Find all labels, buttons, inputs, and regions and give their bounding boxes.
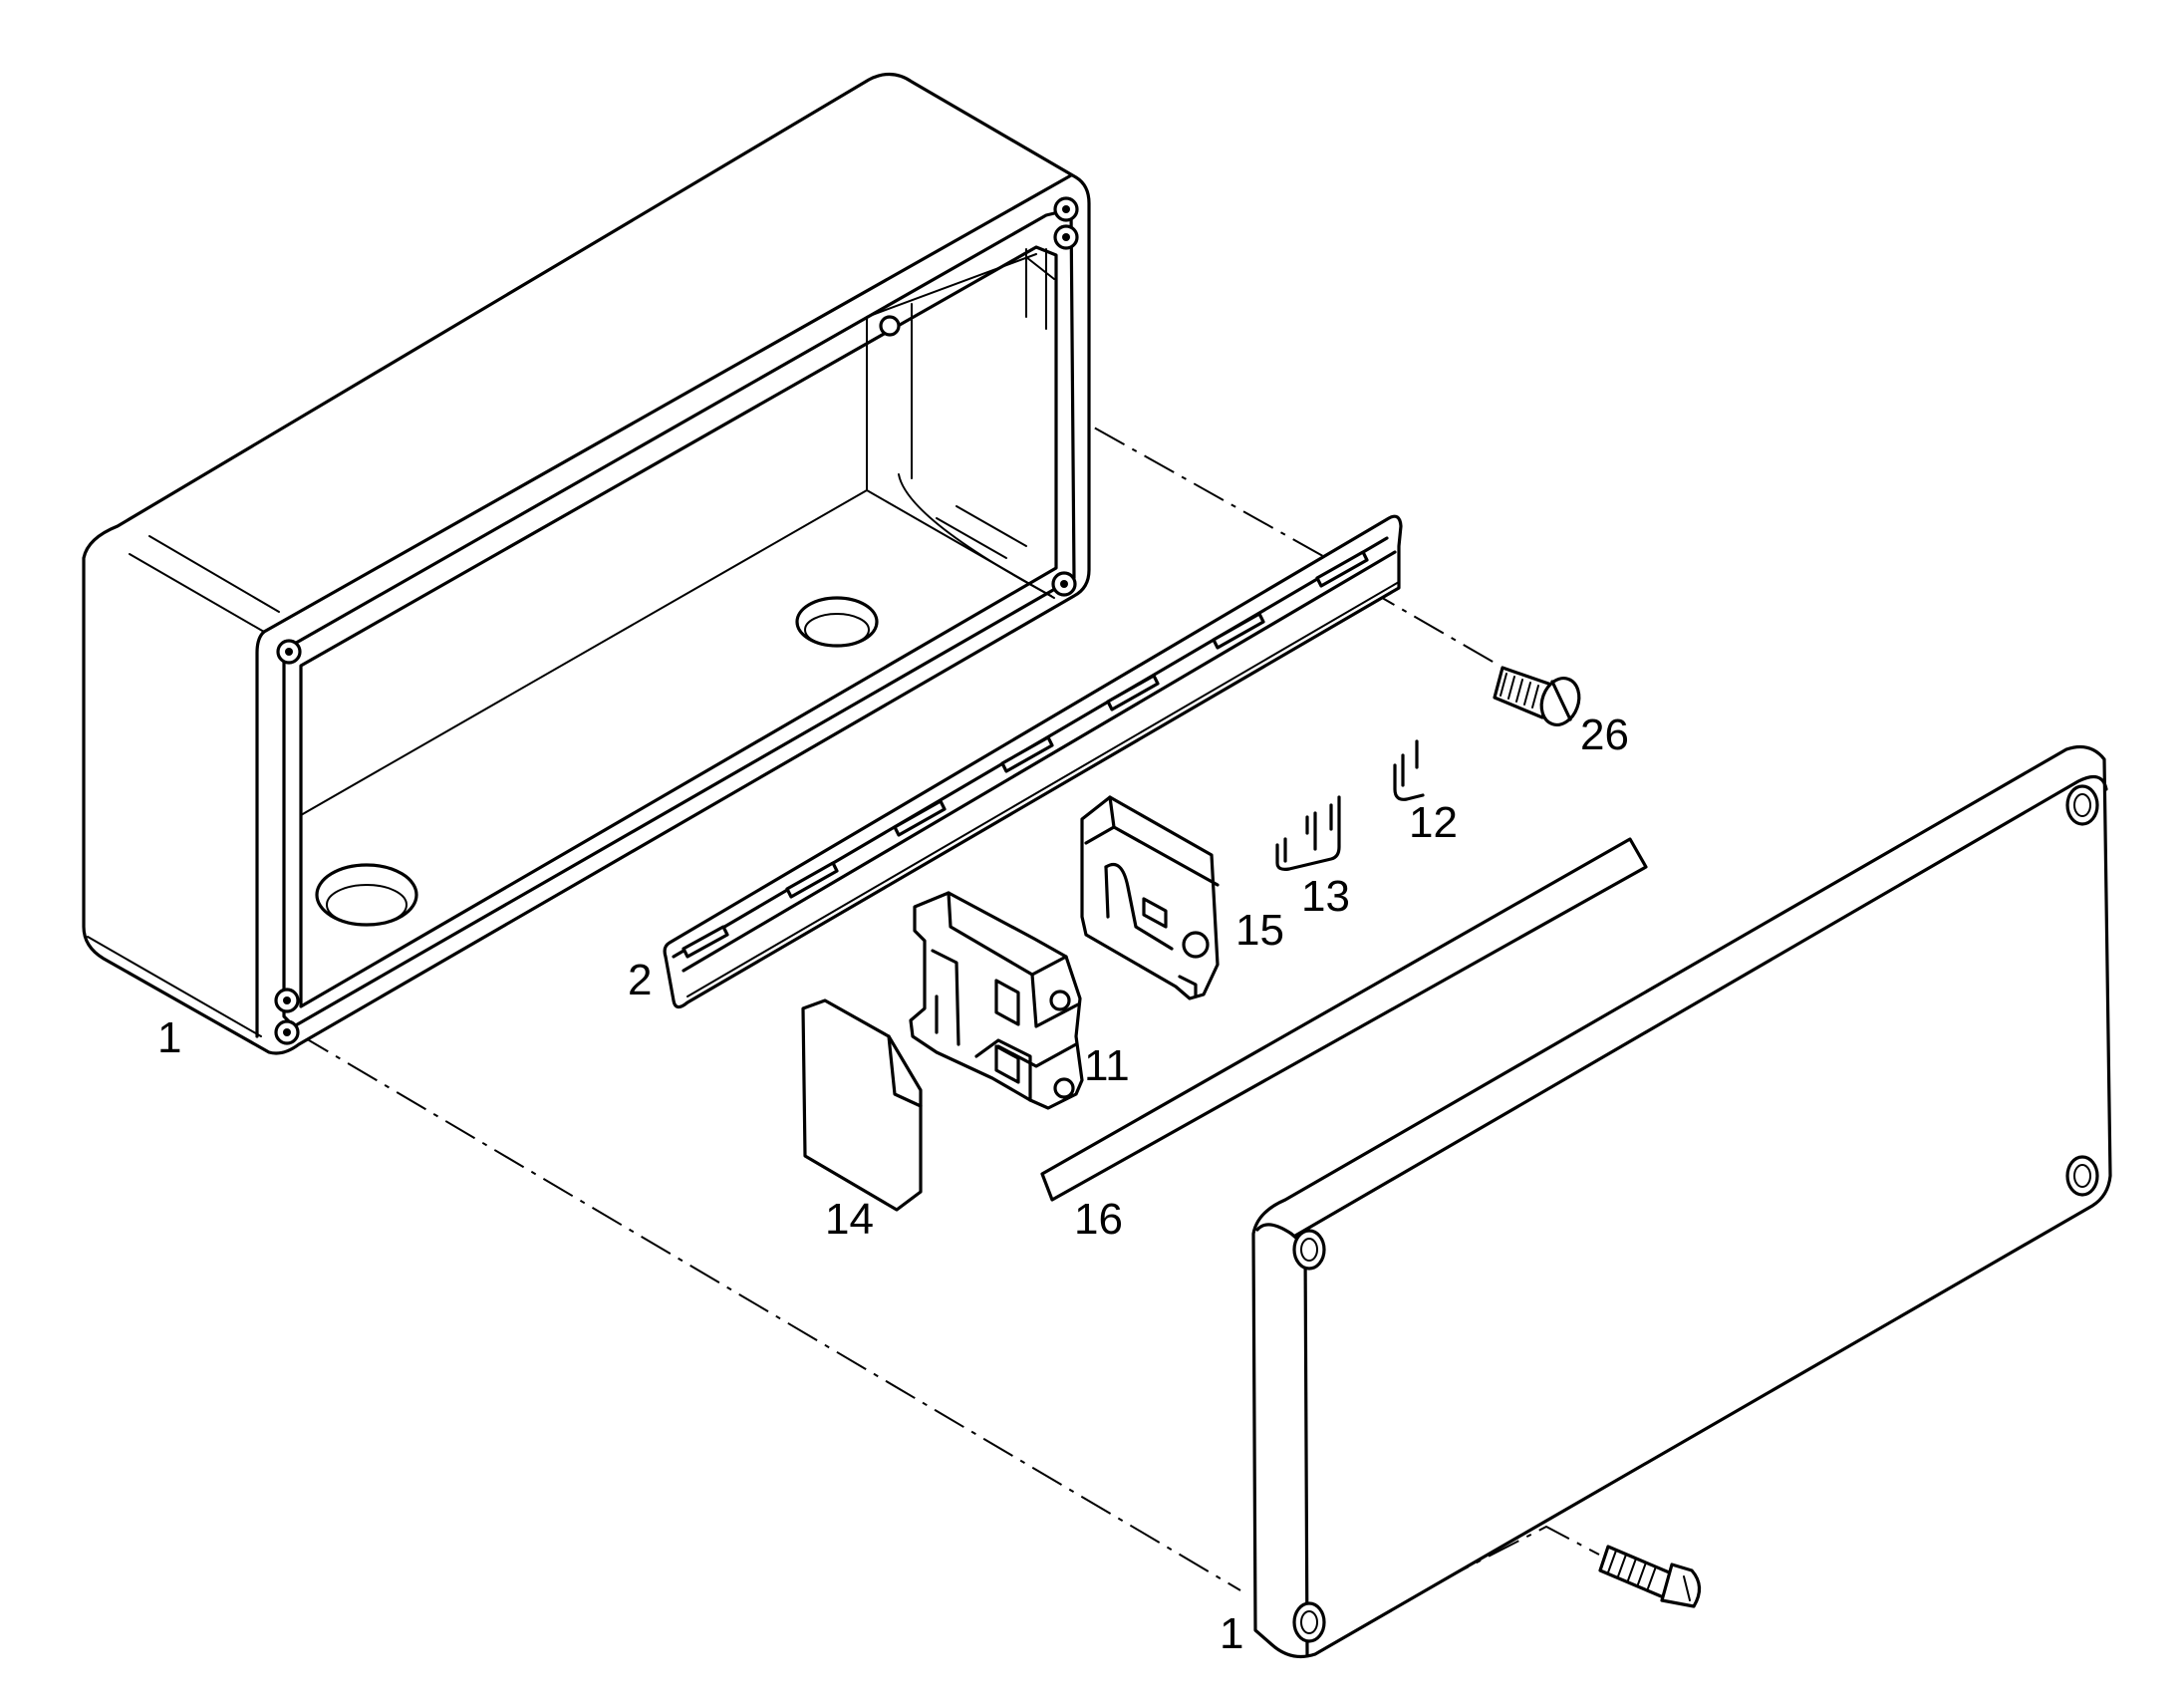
label-jumper-small: 12 bbox=[1409, 798, 1458, 847]
label-enclosure-body: 1 bbox=[157, 1013, 181, 1062]
rail-slots bbox=[682, 550, 1369, 959]
label-end-bracket: 15 bbox=[1235, 906, 1284, 955]
enclosure-body bbox=[82, 72, 1091, 1055]
end-plate bbox=[801, 998, 923, 1212]
lid-screw bbox=[1598, 1545, 1702, 1608]
rail-screw bbox=[1493, 666, 1581, 726]
mounting-rail bbox=[663, 514, 1403, 1009]
label-marker-strip: 16 bbox=[1074, 1195, 1123, 1244]
label-end-plate: 14 bbox=[825, 1195, 874, 1244]
marker-strip bbox=[1040, 837, 1648, 1202]
label-enclosure-lid: 1 bbox=[1220, 1609, 1243, 1658]
lid-screw-holes bbox=[1292, 784, 2099, 1643]
label-mounting-rail: 2 bbox=[628, 956, 652, 1004]
label-rail-screw: 26 bbox=[1580, 711, 1629, 759]
jumper-small bbox=[1393, 739, 1425, 801]
end-bracket bbox=[1080, 795, 1220, 1000]
callout-labels: 1 1 2 11 12 13 14 15 16 26 bbox=[157, 711, 1629, 1658]
enclosure-lid bbox=[1251, 745, 2112, 1658]
terminal-block bbox=[909, 891, 1084, 1110]
label-terminal-block: 11 bbox=[1084, 1041, 1130, 1090]
label-jumper-three: 13 bbox=[1301, 872, 1350, 921]
jumper-three bbox=[1275, 795, 1341, 871]
body-screw-holes bbox=[274, 196, 1079, 1045]
